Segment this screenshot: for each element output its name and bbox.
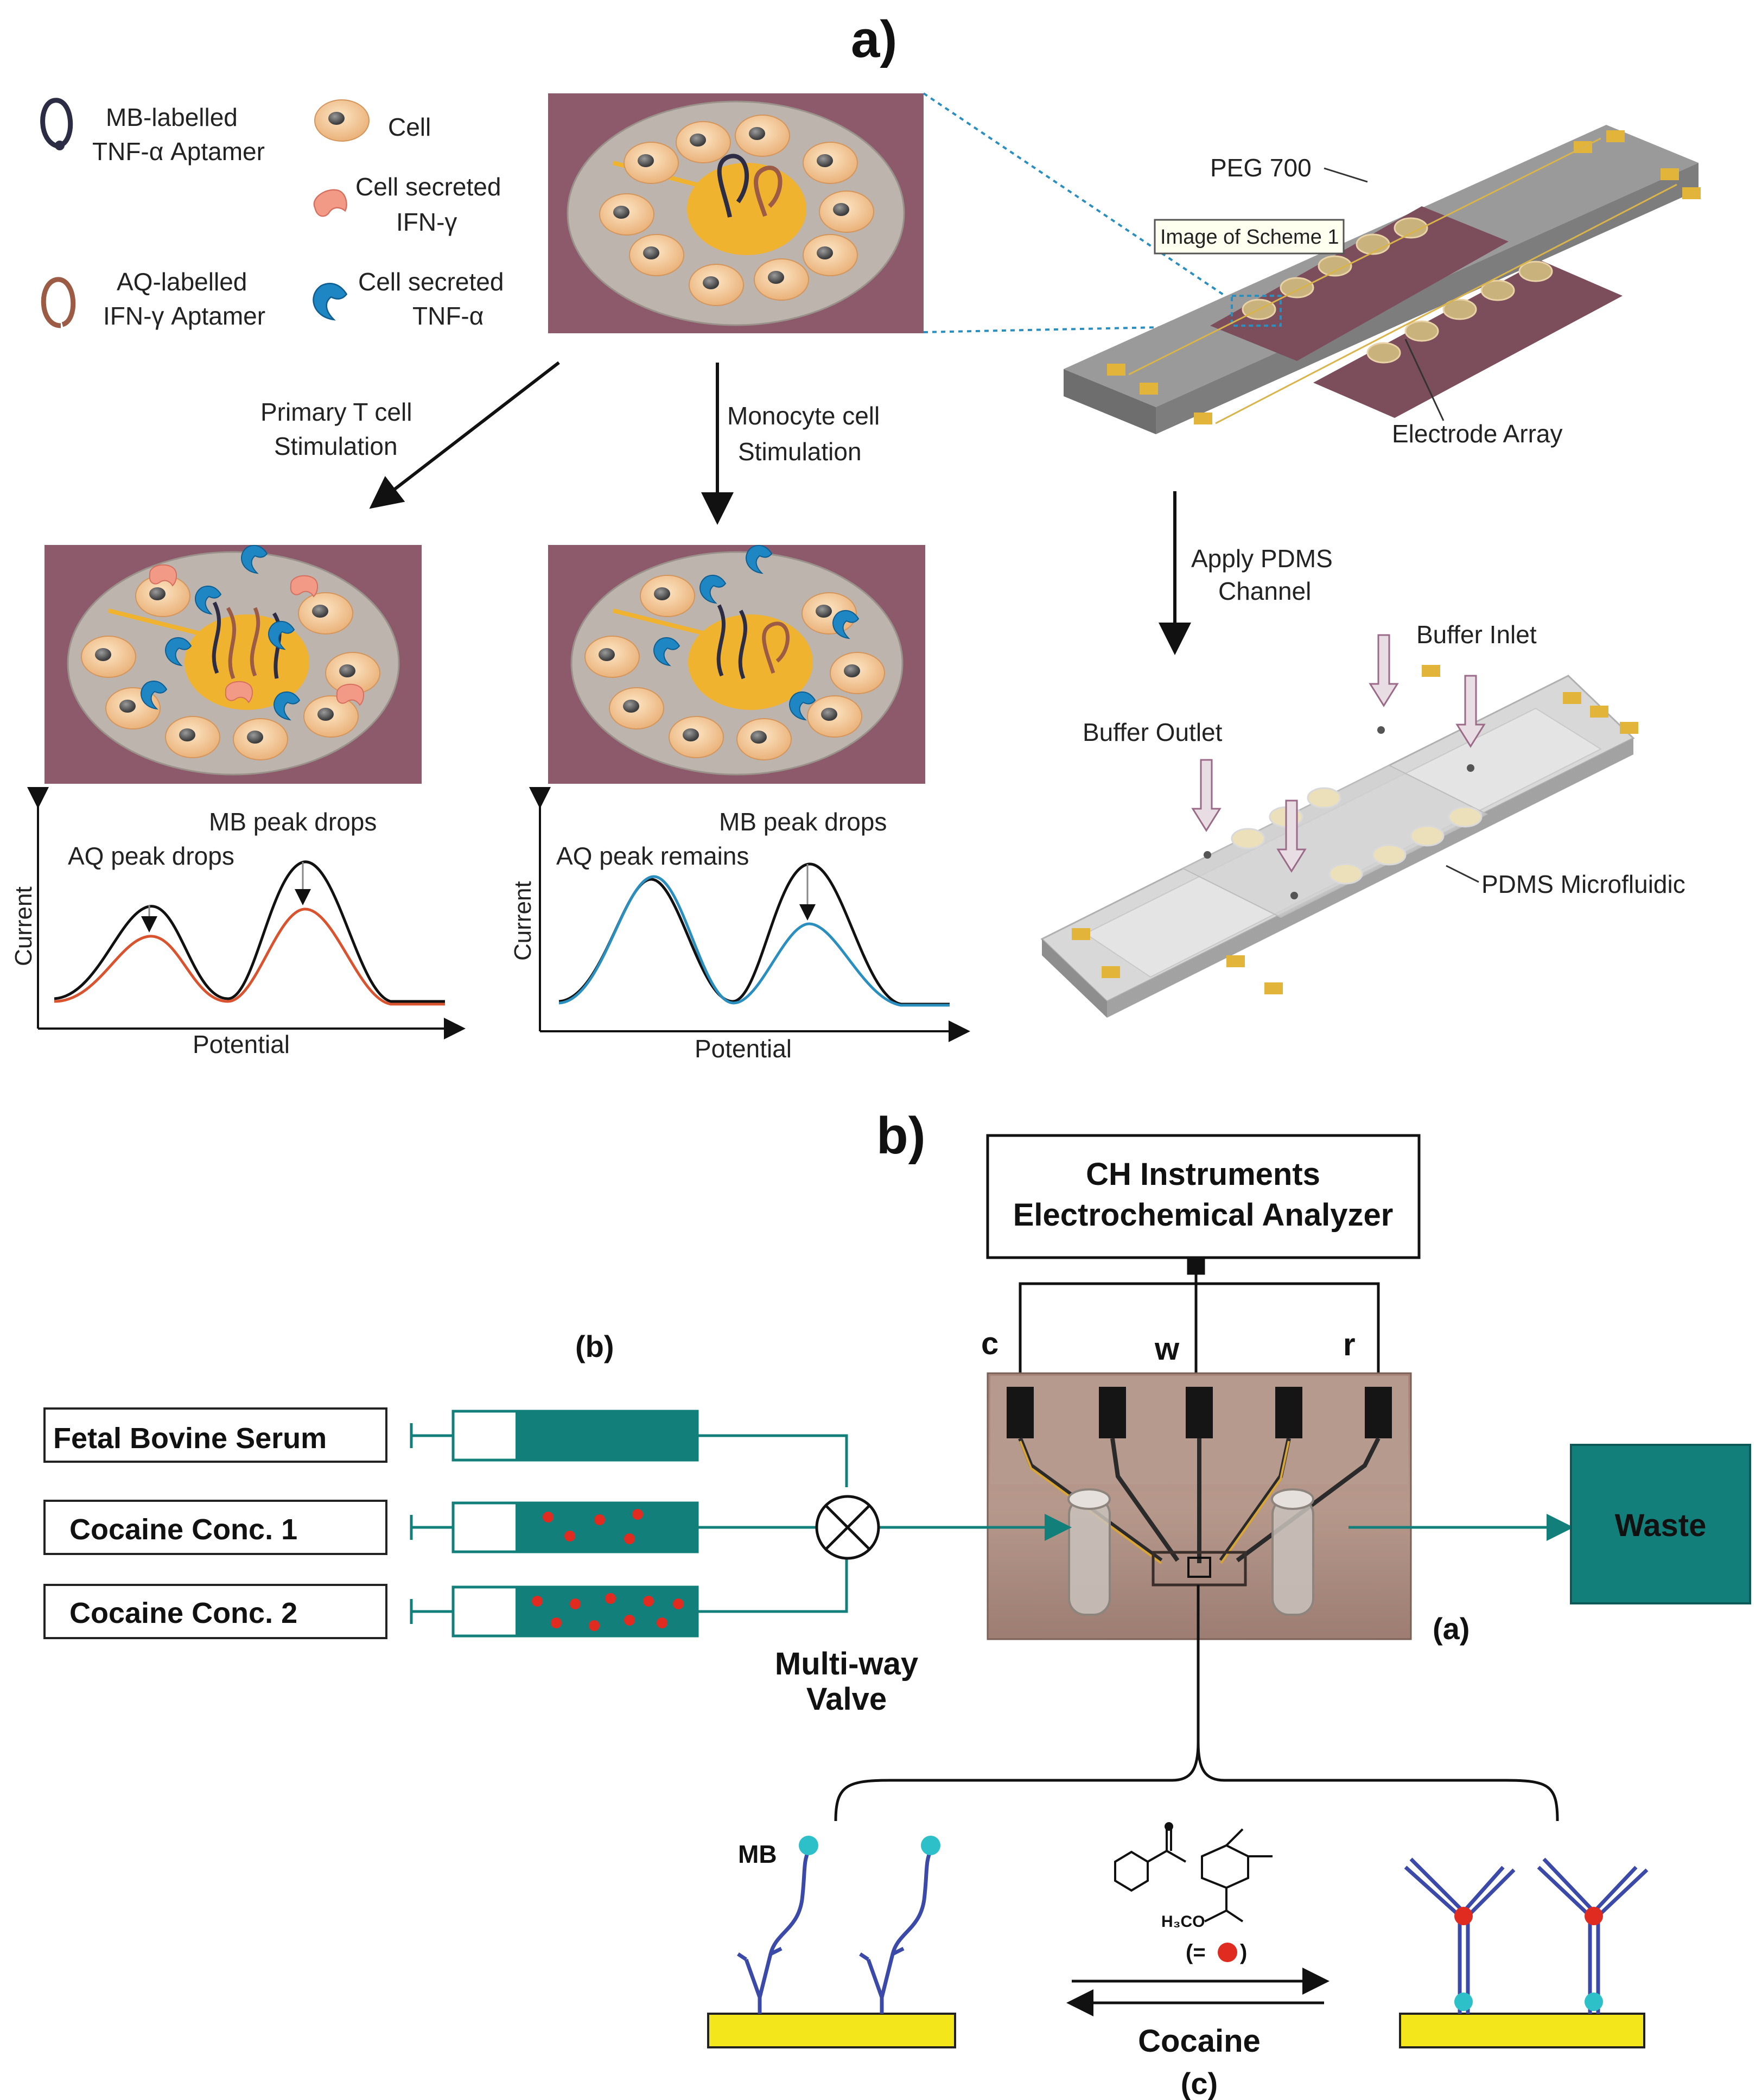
syringe-conc1-label: Cocaine Conc. 1 — [69, 1513, 297, 1546]
electrode-w: w — [1154, 1331, 1180, 1367]
manifold — [730, 1434, 1574, 1613]
arrow-primary-line2: Stimulation — [274, 432, 398, 460]
black-trace-right — [558, 862, 950, 1006]
syringe-conc2-label: Cocaine Conc. 2 — [69, 1597, 297, 1629]
arrow-primary-t — [369, 361, 560, 509]
graph-left-mb: MB peak drops — [209, 808, 377, 836]
blue-trace-right — [558, 875, 950, 1007]
mb-label-dot — [55, 141, 65, 150]
electrode-array-label: Electrode Array — [1392, 420, 1562, 448]
cocaine-atom-dot — [1165, 1822, 1173, 1831]
mb-dot-1 — [799, 1836, 818, 1855]
legend-mb-line1: MB-labelled — [106, 103, 238, 131]
legend-mb-line2: TNF-α Aptamer — [92, 137, 265, 166]
valve-line1: Multi-way — [775, 1646, 918, 1682]
cell-legend-icon — [314, 99, 370, 142]
h3co-label: H₃CO — [1161, 1913, 1205, 1931]
wires — [1019, 1257, 1380, 1390]
mb-dot-3 — [1454, 1993, 1473, 2011]
electrode-r: r — [1343, 1327, 1356, 1362]
aq-aptamer-legend-icon — [41, 277, 76, 328]
electrode-scene-top — [548, 93, 924, 333]
arrow-monocyte-line1: Monocyte cell — [727, 402, 880, 430]
graph-right-xlabel: Potential — [695, 1035, 792, 1063]
syringe-conc1-label-box — [43, 1500, 387, 1555]
syringe-serum: Fetal Bovine Serum — [43, 1407, 730, 1463]
graph-tcell — [27, 787, 466, 1039]
legend-cell: Cell — [388, 113, 431, 141]
electrode-scene-tcell — [44, 544, 422, 784]
equals-close: ) — [1240, 1940, 1247, 1964]
mb-label: MB — [738, 1840, 777, 1868]
syringe-conc2-label-box — [43, 1584, 387, 1639]
legend-aq-line2: IFN-γ Aptamer — [103, 302, 265, 330]
apply-line1: Apply PDMS — [1191, 544, 1333, 573]
tnf-legend-icon — [313, 283, 347, 321]
electrode-scene-monocyte — [548, 544, 925, 784]
graph-monocyte — [529, 787, 970, 1042]
mb-aptamer-legend-icon — [40, 98, 73, 149]
arrow-monocyte-line2: Stimulation — [738, 437, 862, 466]
sub-b-label: (b) — [575, 1329, 614, 1363]
buffer-inlet-label: Buffer Inlet — [1416, 620, 1537, 649]
panel-a-label: a) — [851, 10, 897, 68]
zoom-line-top — [923, 92, 1238, 305]
syringe-serum-label-box — [43, 1407, 387, 1463]
legend-aq-line1: AQ-labelled — [117, 268, 247, 296]
tooltip-box — [1154, 219, 1345, 255]
multiway-valve — [815, 1495, 880, 1560]
legend: MB-labelled TNF-α Aptamer Cell Cell secr… — [40, 98, 504, 330]
pdms-label: PDMS Microfluidic — [1481, 870, 1685, 898]
sub-a-label: (a) — [1433, 1612, 1470, 1646]
legend-ifn-line1: Cell secreted — [355, 173, 501, 201]
peg-pointer — [1324, 167, 1368, 183]
equals-label: (= — [1186, 1940, 1206, 1964]
legend-ifn-line2: IFN-γ — [396, 208, 457, 236]
cocaine-label: Cocaine — [1138, 2023, 1261, 2059]
valve-line2: Valve — [806, 1682, 887, 1717]
cocaine-legend-dot — [1218, 1943, 1237, 1962]
black-trace-left — [54, 860, 445, 1003]
legend-tnf-line1: Cell secreted — [358, 268, 504, 296]
microfluidic-chip — [1040, 634, 1638, 1018]
analyzer-box — [986, 1134, 1421, 1259]
graph-right-aq: AQ peak remains — [556, 842, 749, 870]
chip-top — [1064, 125, 1701, 434]
buffer-outlet-label: Buffer Outlet — [1083, 718, 1223, 746]
cocaine-bound-1 — [1454, 1907, 1473, 1925]
brace — [834, 1742, 1559, 1822]
cocaine-structure — [1114, 1828, 1273, 1923]
tooltip-text: Image of Scheme 1 — [1160, 226, 1339, 249]
electrode-pointer — [1404, 339, 1445, 421]
apply-line2: Channel — [1218, 577, 1311, 605]
analyzer-line1: CH Instruments — [1086, 1157, 1320, 1192]
mb-dot-2 — [921, 1836, 940, 1855]
panel-b-label: b) — [876, 1107, 926, 1165]
peg-label: PEG 700 — [1210, 154, 1312, 182]
syringe-serum-label: Fetal Bovine Serum — [53, 1422, 327, 1455]
waste-box — [1570, 1444, 1751, 1604]
graph-left-xlabel: Potential — [193, 1030, 290, 1058]
ifn-legend-icon — [310, 185, 351, 221]
device-photo — [987, 1372, 1412, 1640]
graph-right-mb: MB peak drops — [719, 808, 887, 836]
mb-dot-4 — [1585, 1993, 1603, 2011]
cocaine-bound-2 — [1585, 1907, 1603, 1925]
graph-right-ylabel: Current — [510, 881, 536, 961]
sub-c-label: (c) — [1181, 2066, 1218, 2100]
legend-tnf-line2: TNF-α — [412, 302, 484, 330]
substrate-right — [1399, 1857, 1649, 2048]
substrate-left — [707, 1836, 956, 2048]
red-trace-left — [54, 908, 445, 1006]
arrow-primary-line1: Primary T cell — [260, 398, 412, 426]
syringe-conc1: Cocaine Conc. 1 — [43, 1500, 730, 1555]
syringe-conc2: Cocaine Conc. 2 — [43, 1584, 730, 1639]
analyzer-line2: Electrochemical Analyzer — [1013, 1197, 1394, 1233]
graph-left-ylabel: Current — [10, 886, 37, 966]
electrode-c: c — [981, 1326, 998, 1361]
waste-label: Waste — [1615, 1508, 1707, 1543]
pdms-pointer — [1446, 865, 1479, 883]
graph-left-aq: AQ peak drops — [68, 842, 234, 870]
